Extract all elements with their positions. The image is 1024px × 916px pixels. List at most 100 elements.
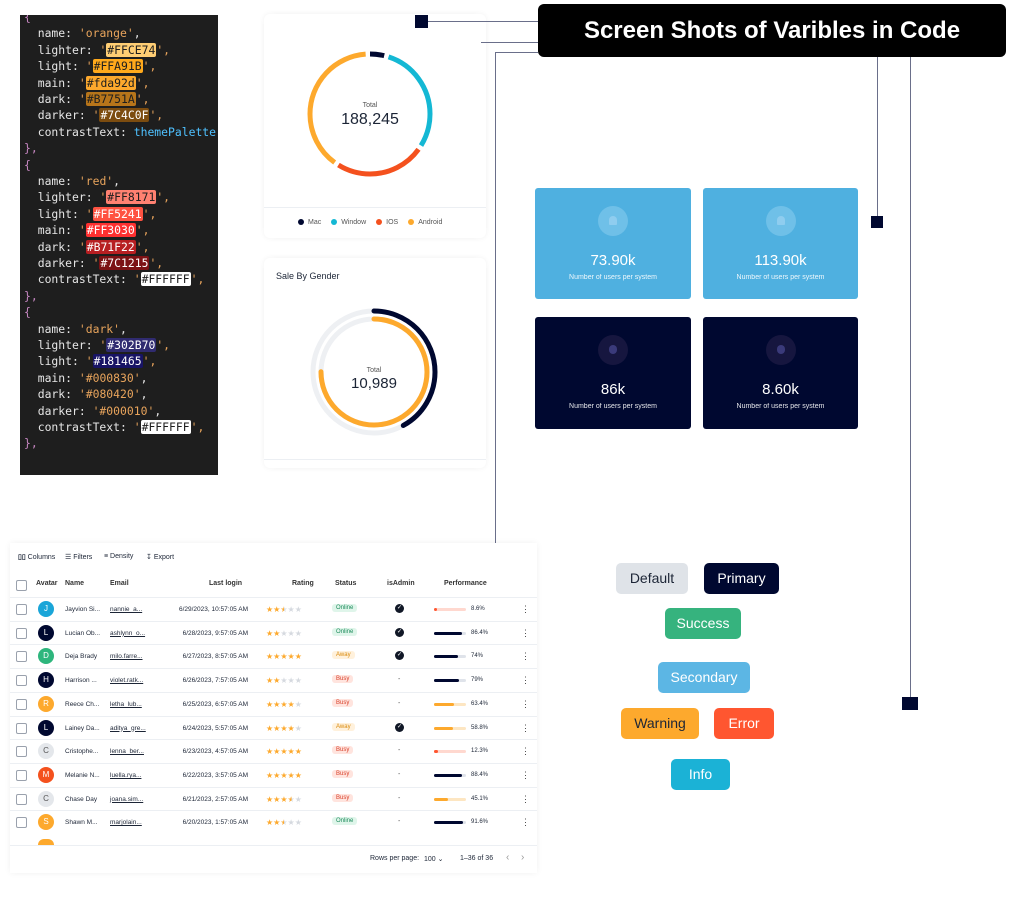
more-options-icon[interactable]: ⋮ (521, 722, 530, 733)
default-button[interactable]: Default (616, 563, 688, 594)
rows-per-page-value: 100 (424, 856, 436, 863)
row-checkbox[interactable] (16, 817, 27, 829)
primary-button[interactable]: Primary (704, 563, 779, 594)
email-link[interactable]: milo.farre... (110, 653, 143, 661)
more-options-icon[interactable]: ⋮ (521, 698, 530, 709)
secondary-button[interactable]: Secondary (658, 662, 750, 693)
row-checkbox[interactable] (16, 698, 27, 710)
rating-stars[interactable]: ★★★★★ (266, 770, 302, 780)
info-button[interactable]: Info (671, 759, 730, 790)
rating-stars[interactable]: ★★★★★ (266, 652, 302, 662)
email-link[interactable]: luella.rya... (110, 771, 142, 779)
code-token: { (24, 157, 31, 172)
header-last-login[interactable]: Last login (209, 580, 243, 587)
code-token: ', (190, 420, 205, 434)
email-link[interactable]: joana.sim... (110, 795, 144, 803)
code-token: name: (24, 26, 79, 41)
more-options-icon[interactable]: ⋮ (521, 793, 530, 804)
header-is-admin[interactable]: isAdmin (387, 580, 415, 587)
header-email[interactable]: Email (110, 580, 129, 587)
performance-bar (434, 726, 466, 730)
more-options-icon[interactable]: ⋮ (521, 675, 530, 686)
last-login-cell: 6/29/2023, 10:57:05 AM (178, 606, 248, 613)
divider (264, 459, 486, 460)
error-button[interactable]: Error (714, 708, 774, 739)
legend-label: IOS (386, 219, 399, 226)
row-checkbox[interactable] (16, 769, 27, 781)
columns-button[interactable]: ▯▯ Columns (18, 553, 55, 561)
name-cell: Cristophe... (65, 748, 99, 756)
legend-item: IOS (366, 219, 398, 226)
stat-label: Number of users per system (569, 274, 657, 281)
email-link[interactable]: aditya_gre... (110, 724, 146, 732)
row-checkbox[interactable] (16, 604, 27, 615)
divider (10, 845, 537, 846)
more-options-icon[interactable]: ⋮ (521, 746, 530, 757)
marker-square (871, 216, 883, 228)
rating-stars[interactable]: ★★★★★ (266, 723, 302, 733)
rating-stars[interactable]: ★★★★★ (266, 794, 302, 804)
email-link[interactable]: nannie_a... (110, 606, 143, 613)
rating-stars[interactable]: ★★★★★ (266, 747, 302, 757)
header-performance[interactable]: Performance (444, 580, 487, 587)
row-checkbox[interactable] (16, 746, 27, 758)
row-checkbox[interactable] (16, 627, 27, 639)
more-options-icon[interactable]: ⋮ (521, 627, 530, 638)
email-link[interactable]: letha_lub... (110, 700, 142, 708)
rating-stars[interactable]: ★★★★★ (266, 676, 302, 686)
more-options-icon[interactable]: ⋮ (521, 604, 530, 614)
filters-button[interactable]: ☰ Filters (65, 553, 92, 561)
last-login-cell: 6/26/2023, 7:57:05 AM (182, 677, 248, 685)
code-token: dark: (24, 387, 79, 402)
code-line: main: '#FF3030', (24, 222, 149, 238)
rating-stars[interactable]: ★★★★★ (266, 699, 302, 709)
header-avatar[interactable]: Avatar (36, 580, 58, 587)
row-checkbox[interactable] (16, 793, 27, 805)
color-swatch-token: #302B70 (106, 338, 157, 352)
row-checkbox[interactable] (16, 722, 27, 734)
row-checkbox[interactable] (16, 675, 27, 687)
rating-stars[interactable]: ★★★★★ (266, 818, 302, 828)
prev-page-button[interactable]: ‹ (506, 852, 510, 863)
density-button[interactable]: ≡ Density (104, 553, 133, 560)
code-line: }, (24, 288, 38, 304)
more-options-icon[interactable]: ⋮ (521, 651, 530, 662)
code-token: , (120, 321, 127, 336)
os-total-value: 188,245 (341, 111, 399, 128)
success-button[interactable]: Success (665, 608, 741, 639)
row-checkbox[interactable] (16, 651, 27, 663)
rows-per-page-label: Rows per page: (370, 855, 420, 862)
header-status[interactable]: Status (335, 580, 357, 587)
status-badge: Busy (332, 746, 354, 755)
code-token: , (133, 26, 141, 41)
next-page-button[interactable]: › (521, 852, 525, 863)
email-link[interactable]: marjolain... (110, 819, 142, 827)
rating-stars[interactable]: ★★★★★ (266, 605, 302, 614)
legend-dot (376, 219, 383, 226)
more-options-icon[interactable]: ⋮ (521, 769, 530, 780)
header-name[interactable]: Name (65, 580, 85, 587)
rows-per-page-select[interactable]: 100 ⌄ (424, 855, 444, 863)
email-link[interactable]: lenna_ber... (110, 748, 144, 756)
select-all-checkbox[interactable] (16, 580, 27, 591)
email-link[interactable]: violet.ratk... (110, 677, 144, 685)
export-button[interactable]: ↧ Export (146, 553, 174, 561)
email-link[interactable]: ashlynn_o... (110, 629, 146, 637)
rating-stars[interactable]: ★★★★★ (266, 628, 302, 638)
columns-icon: ▯▯ (18, 554, 26, 561)
code-token: 'orange' (78, 26, 134, 41)
more-options-icon[interactable]: ⋮ (521, 817, 530, 828)
warning-button[interactable]: Warning (621, 708, 699, 739)
admin-none: - (398, 818, 401, 826)
header-rating[interactable]: Rating (292, 580, 314, 587)
